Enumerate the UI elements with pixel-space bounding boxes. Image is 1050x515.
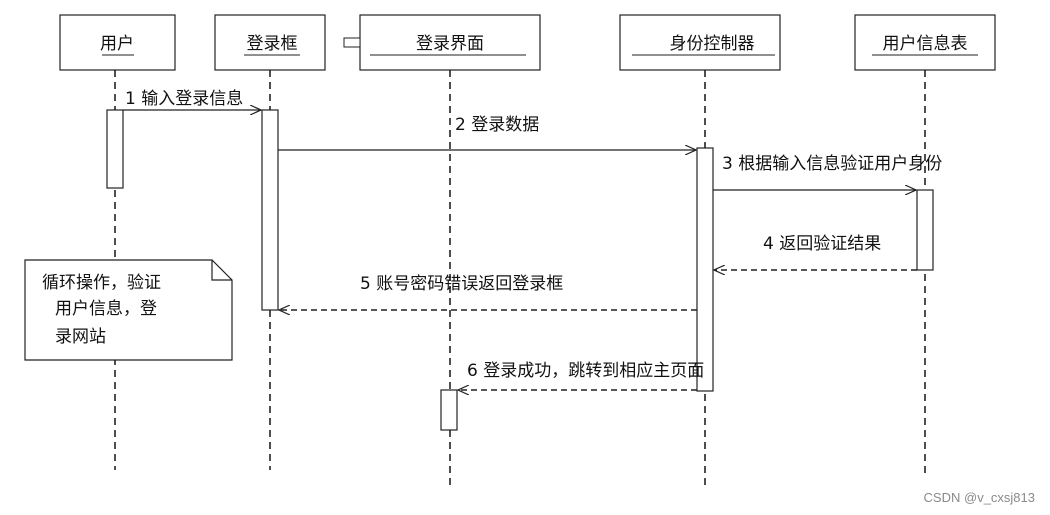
participant-user-table: 用户信息表 xyxy=(854,14,996,71)
participant-user: 用户 xyxy=(59,14,176,71)
message-6: 6 登录成功，跳转到相应主页面 xyxy=(458,361,704,390)
loop-note: 循环操作，验证 用户信息，登 录网站 xyxy=(24,259,233,361)
message-label: 5 账号密码错误返回登录框 xyxy=(360,274,563,294)
message-label: 2 登录数据 xyxy=(455,115,539,135)
message-label: 6 登录成功，跳转到相应主页面 xyxy=(467,361,704,381)
message-3: 3 根据输入信息验证用户身份 xyxy=(713,154,942,190)
participant-label: 身份控制器 xyxy=(670,34,755,54)
activation-identity-controller xyxy=(696,147,714,392)
participant-login-box: 登录框 xyxy=(214,14,326,71)
participant-label: 用户 xyxy=(100,34,134,54)
message-label: 1 输入登录信息 xyxy=(125,89,243,109)
activation-user xyxy=(106,109,124,189)
activation-login-box xyxy=(261,109,279,311)
message-label: 4 返回验证结果 xyxy=(763,234,881,254)
message-2: 2 登录数据 xyxy=(278,115,696,150)
watermark: CSDN @v_cxsj813 xyxy=(924,490,1035,505)
note-line: 录网站 xyxy=(55,327,106,347)
activation-user-table xyxy=(916,189,934,271)
activation-login-ui xyxy=(440,389,458,431)
note-line: 用户信息，登 xyxy=(55,299,157,319)
note-line: 循环操作，验证 xyxy=(42,273,161,293)
participant-label: 登录框 xyxy=(247,34,298,54)
message-5: 5 账号密码错误返回登录框 xyxy=(279,274,697,310)
participant-login-ui: 登录界面 xyxy=(343,14,541,71)
message-4: 4 返回验证结果 xyxy=(714,234,917,270)
participant-identity-controller: 身份控制器 xyxy=(619,14,781,71)
participant-label: 用户信息表 xyxy=(883,34,968,54)
message-1: 1 输入登录信息 xyxy=(123,89,261,110)
message-label: 3 根据输入信息验证用户身份 xyxy=(722,154,942,174)
participant-label: 登录界面 xyxy=(416,34,484,54)
